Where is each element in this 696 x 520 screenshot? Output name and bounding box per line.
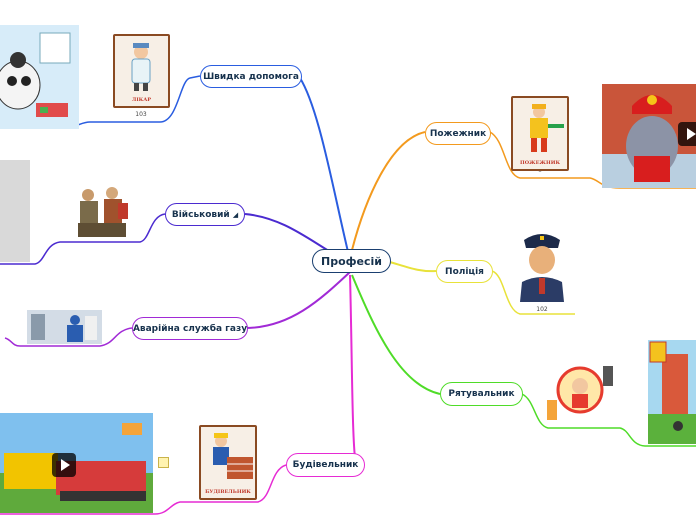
- branch-firefighter[interactable]: Пожежник: [425, 122, 491, 145]
- branch-ambulance-label: Швидка допомога: [203, 71, 299, 82]
- play-icon[interactable]: [678, 122, 696, 146]
- police-caption: 102: [536, 306, 548, 313]
- doctor-illustration: [131, 43, 151, 91]
- connector-gas: [244, 271, 351, 329]
- rescuer-poster-image: [648, 340, 696, 444]
- connector-police-sub: [491, 270, 575, 315]
- connector-builder: [349, 274, 361, 465]
- branch-military[interactable]: Військовий ◢: [165, 203, 245, 226]
- builder-video-thumbnail[interactable]: [0, 413, 153, 513]
- connector-gas-sub: [4, 327, 133, 347]
- collapse-toggle-icon[interactable]: ◢: [232, 210, 239, 219]
- connector-ambulance: [299, 77, 351, 261]
- police-officer-image: [514, 228, 570, 302]
- builder-card-label: БУДІВЕЛЬНИК: [205, 489, 251, 495]
- central-topic-label: Професій: [320, 254, 382, 268]
- gas-service-photo: [27, 310, 102, 344]
- branch-military-label: Військовий: [171, 209, 230, 220]
- branch-firefighter-label: Пожежник: [429, 128, 487, 139]
- central-topic[interactable]: Професій: [312, 249, 391, 273]
- connector-rescuer-sub: [521, 393, 696, 447]
- builder-illustration: [213, 433, 253, 479]
- branch-builder[interactable]: Будівельник: [286, 453, 365, 477]
- doctor-card-image: ЛІКАР: [113, 34, 170, 108]
- branch-rescuer[interactable]: Рятувальник: [440, 382, 523, 406]
- branch-gas-label: Аварійна служба газу: [132, 323, 248, 334]
- firefighter-video-thumbnail[interactable]: [602, 84, 696, 188]
- firefighter-card-image: ПОЖЕЖНИК: [511, 96, 569, 171]
- military-gray-image: [0, 160, 30, 262]
- firefighter-card-label: ПОЖЕЖНИК: [519, 160, 560, 166]
- firefighter-illustration: [530, 104, 564, 152]
- connector-police: [389, 261, 437, 273]
- builder-card-image: БУДІВЕЛЬНИК: [199, 425, 257, 500]
- branch-gas[interactable]: Аварійна служба газу: [132, 317, 248, 340]
- ambulance-cartoon-image: [0, 25, 79, 129]
- doctor-card-label: ЛІКАР: [131, 97, 152, 103]
- play-icon[interactable]: [52, 453, 76, 477]
- branch-police-label: Поліція: [445, 266, 484, 277]
- firefighter-caption: –: [538, 168, 542, 175]
- branch-builder-label: Будівельник: [292, 460, 359, 470]
- branch-rescuer-label: Рятувальник: [448, 389, 515, 399]
- connector-rescuer: [351, 274, 441, 395]
- connector-builder-sub: [0, 464, 287, 515]
- connector-military-sub: [0, 213, 166, 265]
- rescuer-cartoon-image: [543, 360, 618, 424]
- branch-police[interactable]: Поліція: [436, 260, 493, 283]
- builder-note-icon[interactable]: [158, 457, 169, 468]
- military-image: [68, 183, 133, 239]
- branch-ambulance[interactable]: Швидка допомога: [200, 65, 302, 88]
- ambulance-caption: 103: [135, 111, 147, 118]
- connector-firefighter: [351, 131, 426, 251]
